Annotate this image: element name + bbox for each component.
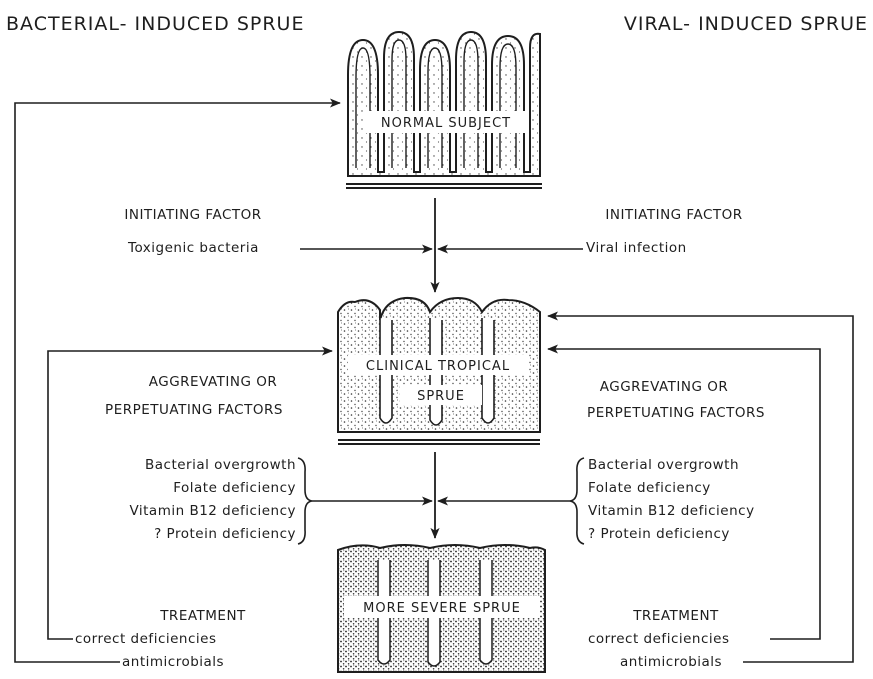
normal-subject-label: NORMAL SUBJECT: [381, 116, 511, 131]
right-factor-1: Bacterial overgrowth: [588, 457, 739, 473]
right-initiating-factor: Viral infection: [586, 240, 687, 256]
right-initiating-heading: INITIATING FACTOR: [605, 207, 742, 223]
header-bacterial: BACTERIAL- INDUCED SPRUE: [6, 13, 304, 35]
left-factor-3: Vitamin B12 deficiency: [129, 503, 296, 519]
clinical-label-line1: CLINICAL TROPICAL: [366, 359, 510, 374]
right-aggravating-line1: AGGREVATING OR: [600, 379, 728, 395]
left-treatment-heading: TREATMENT: [159, 608, 246, 624]
left-aggravating-line2: PERPETUATING FACTORS: [105, 402, 283, 418]
right-factor-3: Vitamin B12 deficiency: [588, 503, 755, 519]
panel-clinical-tropical-sprue: CLINICAL TROPICAL SPRUE: [338, 298, 540, 444]
left-factor-2: Folate deficiency: [173, 480, 296, 496]
left-factors-brace: [298, 458, 312, 544]
header-viral: VIRAL- INDUCED SPRUE: [624, 13, 868, 35]
right-factor-2: Folate deficiency: [588, 480, 711, 496]
right-factor-4: ? Protein deficiency: [588, 526, 730, 542]
left-factor-1: Bacterial overgrowth: [145, 457, 296, 473]
right-treatment-item-2: antimicrobials: [620, 654, 722, 670]
left-initiating-factor: Toxigenic bacteria: [127, 240, 259, 256]
left-treatment-item-2: antimicrobials: [122, 654, 224, 670]
left-factor-4: ? Protein deficiency: [154, 526, 296, 542]
right-aggravating-line2: PERPETUATING FACTORS: [587, 405, 765, 421]
left-aggravating-line1: AGGREVATING OR: [149, 374, 277, 390]
panel-more-severe-sprue: MORE SEVERE SPRUE: [338, 545, 545, 672]
severe-sprue-label: MORE SEVERE SPRUE: [363, 601, 521, 616]
right-treatment-item-1: correct deficiencies: [588, 631, 730, 647]
left-initiating-heading: INITIATING FACTOR: [124, 207, 261, 223]
left-treatment-item-1: correct deficiencies: [75, 631, 217, 647]
normal-villi-outline: [348, 32, 540, 176]
right-treatment-heading: TREATMENT: [632, 608, 719, 624]
panel-normal-subject: NORMAL SUBJECT: [346, 32, 542, 188]
right-factors-brace: [570, 458, 584, 544]
clinical-label-line2: SPRUE: [417, 389, 465, 404]
